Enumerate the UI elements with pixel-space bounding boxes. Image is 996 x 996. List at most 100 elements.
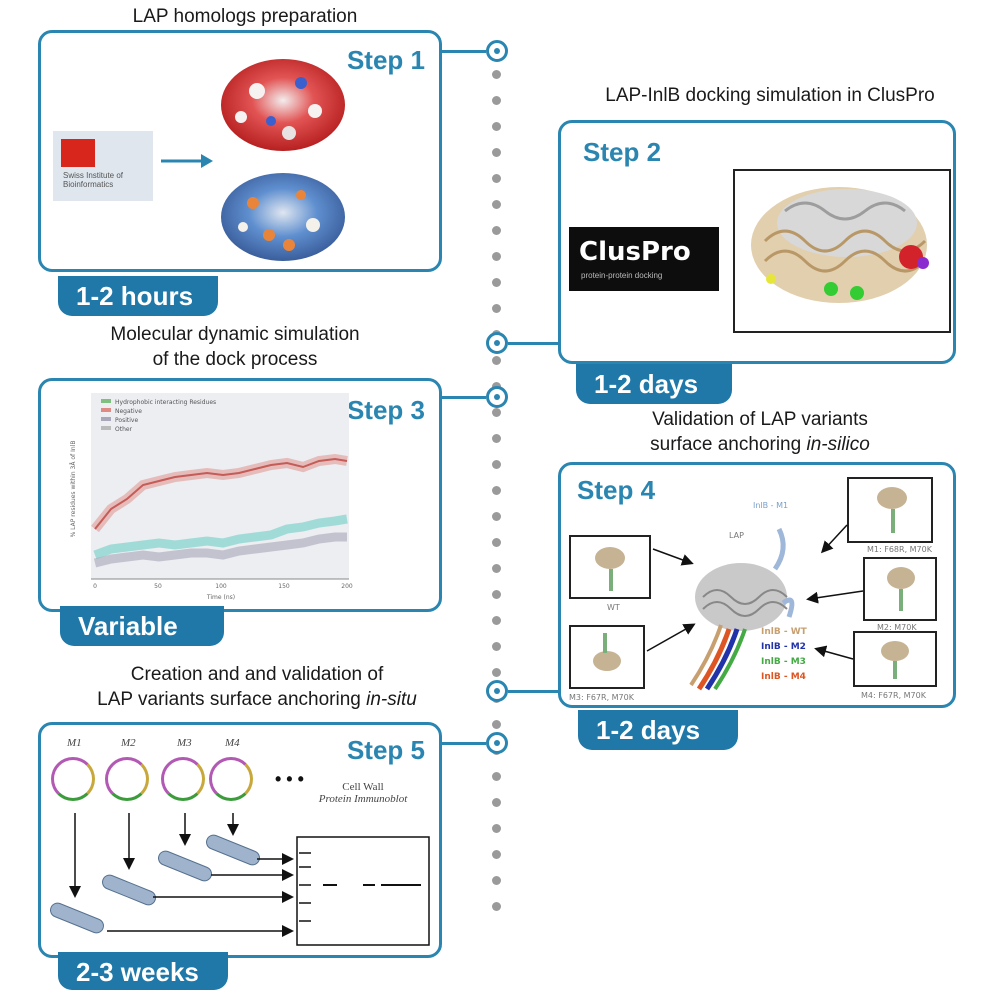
series-hydrophobic (93, 514, 348, 560)
step4-heading: Validation of LAP variants surface ancho… (580, 407, 940, 457)
chart-xlabel: Time (ns) (206, 594, 235, 601)
step4-heading-italic: in-silico (806, 434, 870, 455)
step1-label: Step 1 (346, 45, 425, 75)
timeline-dot (492, 148, 501, 157)
step2-heading: LAP-InlB docking simulation in ClusPro (605, 85, 935, 106)
step2-duration: 1-2 days (576, 364, 732, 404)
legend-swatch (101, 408, 111, 412)
series-positive (93, 532, 347, 568)
arrow-m3 (646, 623, 696, 652)
legend-label: Positive (115, 417, 138, 424)
bacterium-m3 (158, 850, 212, 882)
step2-label: Step 2 (583, 137, 662, 167)
variant-thumb-m1 (847, 477, 933, 543)
step4-legend: InlB - WT InlB - M2 InlB - M3 InlB - M4 (761, 625, 807, 685)
plasmid-label: M3 (177, 737, 192, 749)
timeline-dot (492, 434, 501, 443)
legend-swatch (101, 399, 111, 403)
protein-surface-hydrophobicity (221, 173, 345, 261)
step3-heading-line1: Molecular dynamic simulation (110, 324, 360, 345)
inlb-thumb-m2 (899, 589, 903, 611)
inlb-thumb-m1 (891, 509, 895, 533)
x-tick-label: 100 (215, 583, 227, 590)
plasmid-icon (51, 757, 95, 801)
timeline-dot (492, 408, 501, 417)
step4-heading-line2: surface anchoring in-silico (650, 434, 870, 455)
variant-thumb-m2 (863, 557, 937, 621)
step5-heading-line1: Creation and and validation of (130, 664, 384, 685)
step4-legend-item: InlB - M4 (761, 672, 806, 682)
bacterium-m4 (206, 834, 260, 866)
variant-label-m4: M4: F67R, M70K (861, 691, 926, 700)
cluspro-logo-main: ClusPro (579, 237, 691, 267)
step1-duration: 1-2 hours (58, 276, 218, 316)
plasmid-icon (161, 757, 205, 801)
variant-label-m3: M3: F67R, M70K (569, 693, 634, 702)
timeline-dot (492, 642, 501, 651)
blot-title-line2: Protein Immunoblot (318, 793, 408, 805)
x-tick-label: 200 (341, 583, 353, 590)
step4-label: Step 4 (577, 475, 656, 505)
connector-step2 (508, 342, 558, 345)
legend-label: Negative (115, 408, 142, 415)
protein-thumb-m1 (877, 487, 907, 509)
step3-heading: Molecular dynamic simulation of the dock… (70, 322, 400, 372)
step4-legend-item: InlB - M2 (761, 642, 806, 652)
timeline-node-step5 (486, 732, 508, 754)
plasmid-icon (209, 757, 253, 801)
connector-step5 (440, 742, 486, 745)
timeline-dot (492, 356, 501, 365)
series-negative-mean (94, 457, 348, 530)
md-simulation-chart: Hydrophobic interacting ResiduesNegative… (70, 393, 353, 601)
x-tick-label: 50 (154, 583, 162, 590)
timeline-dot (492, 772, 501, 781)
step4-duration: 1-2 days (578, 710, 738, 750)
protein-thumb-m2 (887, 567, 915, 589)
timeline-dot (492, 226, 501, 235)
inlb-thumb-wt (609, 569, 613, 591)
arrow-wt (652, 548, 694, 566)
step4-legend-item: InlB - WT (761, 627, 807, 637)
timeline-dot (492, 486, 501, 495)
legend-swatch (101, 417, 111, 421)
connector-step4 (508, 690, 558, 693)
blot-title-line1: Cell Wall (342, 781, 384, 793)
step3-label: Step 3 (346, 395, 425, 425)
timeline-node-step4 (486, 680, 508, 702)
step2-box: Step 2 ClusPro protein-protein docking (558, 120, 956, 364)
plasmid-label: M4 (225, 737, 240, 749)
arrow-m1 (820, 524, 848, 554)
arrow-icon (161, 154, 213, 168)
step5-heading: Creation and and validation of LAP varia… (52, 662, 462, 712)
timeline-dot (492, 96, 501, 105)
sib-logo: Swiss Institute of Bioinformatics (53, 131, 153, 201)
variant-thumb-wt (569, 535, 651, 599)
step3-duration: Variable (60, 606, 224, 646)
connector-step3 (440, 396, 486, 399)
timeline-dot (492, 200, 501, 209)
step5-label: Step 5 (346, 735, 425, 765)
bacterium-m1 (50, 902, 104, 934)
timeline-node-step1 (486, 40, 508, 62)
connector-step1 (440, 50, 486, 53)
timeline-dot (492, 538, 501, 547)
step4-top-label: InlB - M1 (753, 501, 789, 510)
cluspro-logo-sub: protein-protein docking (581, 271, 663, 280)
chart-ylabel: % LAP residues within 3Å of InlB (70, 441, 77, 538)
timeline-dot (492, 70, 501, 79)
arrow-m2 (806, 590, 864, 604)
inlb-thumb-m3 (603, 633, 607, 653)
step4-legend-item: InlB - M3 (761, 657, 806, 667)
step5-heading-line2: LAP variants surface anchoring in-situ (97, 689, 417, 710)
cluspro-logo: ClusPro protein-protein docking (569, 227, 719, 291)
sib-logo-text: Swiss Institute of Bioinformatics (63, 171, 124, 189)
plasmid-icon (105, 757, 149, 801)
variant-label-m1: M1: F68R, M70K (867, 545, 932, 554)
timeline-dot (492, 512, 501, 521)
protein-surface-electrostatic (221, 59, 345, 151)
timeline-dot (492, 564, 501, 573)
timeline-dot (492, 590, 501, 599)
